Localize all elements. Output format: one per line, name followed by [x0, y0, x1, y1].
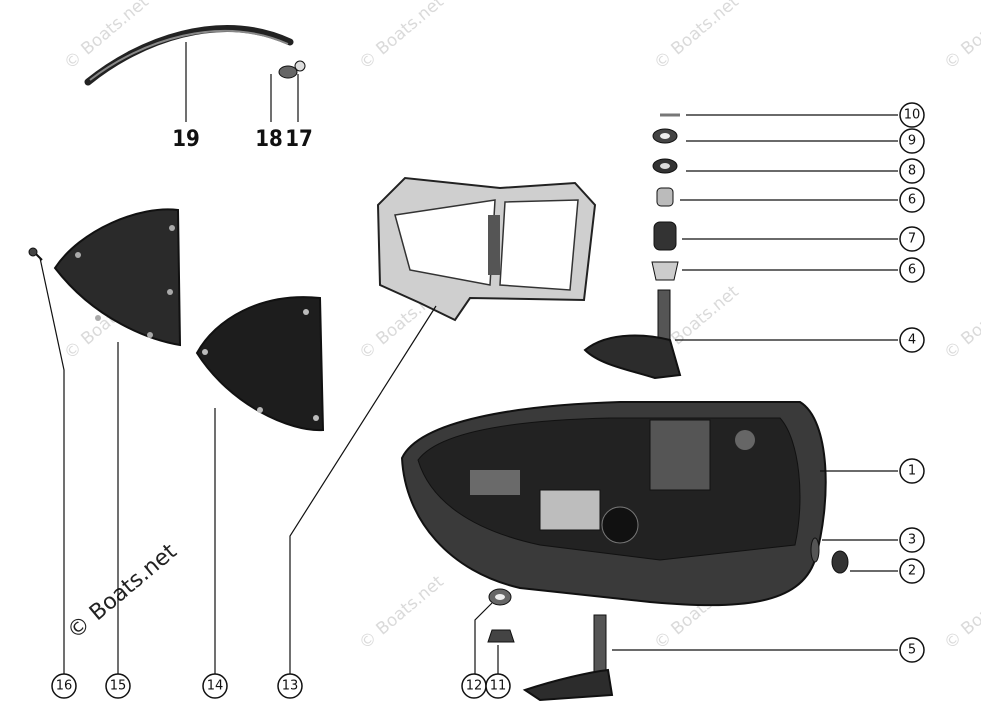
svg-text:14: 14 — [207, 679, 224, 694]
callout-14: 14 — [202, 673, 228, 699]
callout-5: 5 — [899, 637, 925, 663]
part-5-lever — [522, 614, 614, 702]
top-leader-lines — [185, 42, 299, 122]
parts-2-3-cap — [810, 537, 849, 574]
part-13-gasket — [376, 176, 597, 322]
svg-text:7: 7 — [908, 232, 916, 247]
callout-15: 15 — [105, 673, 131, 699]
svg-text:16: 16 — [56, 679, 73, 694]
svg-text:6: 6 — [908, 193, 916, 208]
parts-11-12 — [487, 588, 515, 643]
watermark: © Boats.net — [940, 0, 981, 74]
svg-text:5: 5 — [908, 643, 916, 658]
callout-2: 2 — [899, 558, 925, 584]
svg-text:10: 10 — [904, 108, 921, 123]
callout-1: 1 — [899, 458, 925, 484]
part-14-gasket — [195, 296, 325, 432]
callouts: 10 9 8 6 7 6 4 1 3 2 5 16 15 14 13 12 11 — [51, 102, 925, 699]
parts-stack-6-10 — [651, 113, 680, 281]
watermark: © Boats.net — [940, 572, 981, 654]
leader-lines — [39, 114, 898, 675]
callout-9: 9 — [899, 128, 925, 154]
watermark: © Boats.net — [355, 0, 448, 74]
svg-text:13: 13 — [282, 679, 299, 694]
callout-7: 7 — [899, 226, 925, 252]
svg-text:3: 3 — [908, 533, 916, 548]
svg-text:9: 9 — [908, 134, 916, 149]
watermark: © Boats.net — [355, 572, 448, 654]
callout-6: 6 — [899, 257, 925, 283]
part-16-screw — [28, 247, 43, 261]
callout-13: 13 — [277, 673, 303, 699]
callout-6: 6 — [899, 187, 925, 213]
callout-10: 10 — [899, 102, 925, 128]
part-1-housing — [400, 401, 827, 607]
watermark-strong: © Boats.net — [63, 539, 182, 645]
part-18-17-fittings — [278, 60, 306, 79]
callout-3: 3 — [899, 527, 925, 553]
part-15-cover-plate — [53, 208, 182, 347]
part-19-hose — [84, 25, 294, 86]
watermark: © Boats.net — [650, 0, 743, 74]
svg-text:6: 6 — [908, 263, 916, 278]
svg-text:4: 4 — [908, 333, 916, 348]
svg-text:2: 2 — [908, 564, 916, 579]
callout-11: 11 — [485, 673, 511, 699]
label-18: 18 — [255, 127, 283, 152]
label-19: 19 — [172, 127, 200, 152]
svg-text:15: 15 — [110, 679, 127, 694]
svg-text:8: 8 — [908, 164, 916, 179]
part-4-lever — [583, 289, 682, 380]
callout-16: 16 — [51, 673, 77, 699]
watermark: © Boats.net — [60, 0, 153, 74]
svg-text:11: 11 — [490, 679, 507, 694]
svg-text:12: 12 — [466, 679, 483, 694]
callout-4: 4 — [899, 327, 925, 353]
callout-8: 8 — [899, 158, 925, 184]
callout-12: 12 — [461, 673, 487, 699]
watermark: © Boats.net — [940, 282, 981, 364]
svg-text:1: 1 — [908, 464, 916, 479]
label-17: 17 — [285, 127, 313, 152]
